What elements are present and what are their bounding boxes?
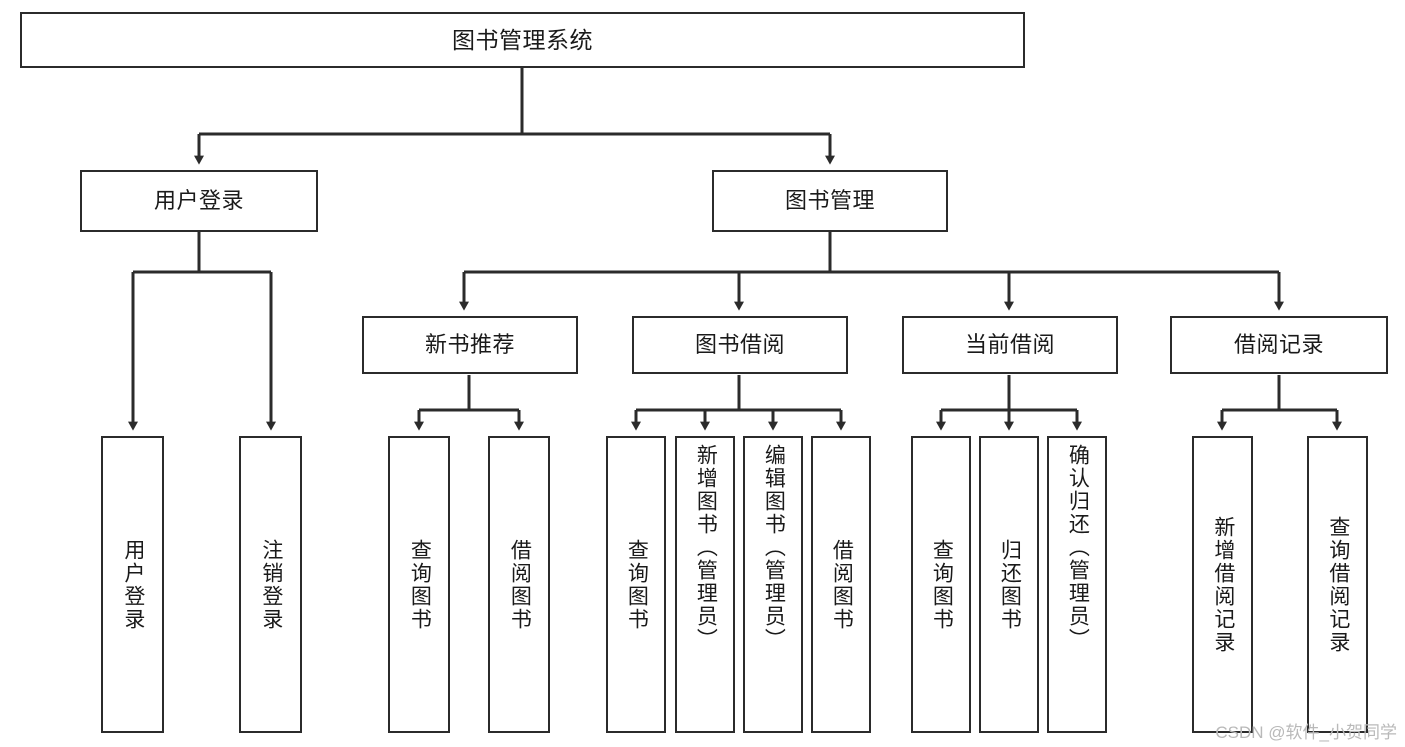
leaf-user-login-signin[interactable]: 用户登录 [101,436,164,733]
node-book-borrow[interactable]: 图书借阅 [632,316,848,374]
node-label: 确认归还（管理员） [1066,444,1090,651]
node-label: 新书推荐 [424,332,515,358]
leaf-current-return-book[interactable]: 归还图书 [979,436,1039,733]
csdn-watermark: CSDN @软件_小贺同学 [1215,723,1397,742]
leaf-borrow-borrow-book[interactable]: 借阅图书 [811,436,871,733]
leaf-borrow-add-book-admin[interactable]: 新增图书（管理员） [675,436,735,733]
node-book-management[interactable]: 图书管理 [712,170,948,232]
leaf-records-query-record[interactable]: 查询借阅记录 [1307,436,1368,733]
node-label: 新增图书（管理员） [694,444,718,651]
leaf-borrow-query-book[interactable]: 查询图书 [606,436,666,733]
leaf-new-book-query-book[interactable]: 查询图书 [388,436,450,733]
node-label: 归还图书 [998,538,1022,631]
node-label: 借阅图书 [508,538,532,631]
node-label: 用户登录 [121,538,145,631]
leaf-current-query-book[interactable]: 查询图书 [911,436,971,733]
node-label: 编辑图书（管理员） [762,444,786,651]
node-label: 注销登录 [259,538,283,631]
node-label: 图书管理 [784,188,875,214]
node-label: 用户登录 [153,188,244,214]
node-label: 新增借阅记录 [1211,515,1235,654]
node-label: 查询图书 [408,538,432,631]
node-label: 借阅记录 [1233,332,1324,358]
node-label: 查询图书 [930,538,954,631]
node-label: 图书管理系统 [452,26,593,53]
node-user-login[interactable]: 用户登录 [80,170,318,232]
leaf-borrow-edit-book-admin[interactable]: 编辑图书（管理员） [743,436,803,733]
leaf-new-book-borrow-book[interactable]: 借阅图书 [488,436,550,733]
node-current-borrow[interactable]: 当前借阅 [902,316,1118,374]
node-label: 查询借阅记录 [1326,515,1350,654]
node-label: 查询图书 [625,538,649,631]
node-label: 当前借阅 [964,332,1055,358]
leaf-current-confirm-return-admin[interactable]: 确认归还（管理员） [1047,436,1107,733]
node-root-book-management-system[interactable]: 图书管理系统 [20,12,1025,68]
node-label: 图书借阅 [694,332,785,358]
leaf-records-add-record[interactable]: 新增借阅记录 [1192,436,1253,733]
node-label: 借阅图书 [830,538,854,631]
leaf-user-login-signout[interactable]: 注销登录 [239,436,302,733]
node-new-book-recommend[interactable]: 新书推荐 [362,316,578,374]
node-borrow-records[interactable]: 借阅记录 [1170,316,1388,374]
